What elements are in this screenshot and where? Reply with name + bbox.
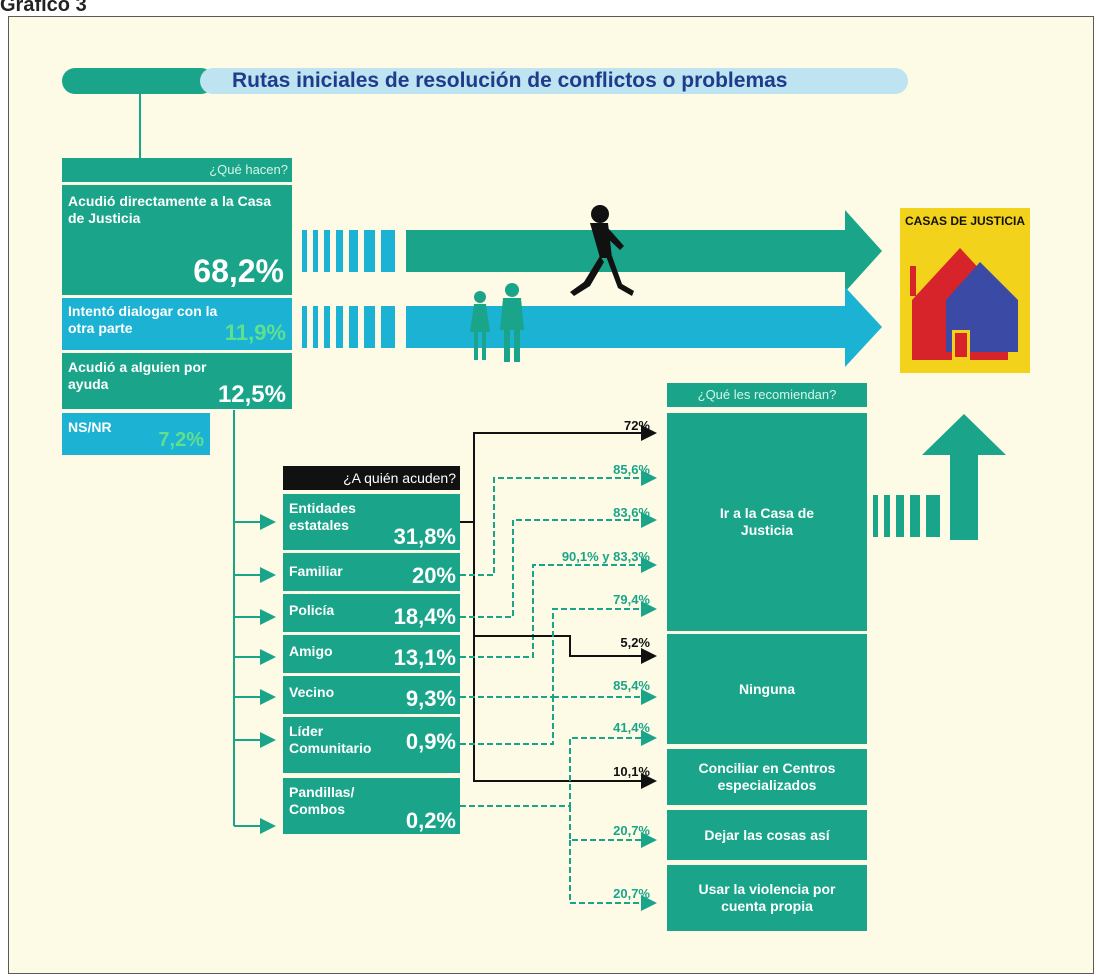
a-quien-item: Vecino 9,3% xyxy=(283,676,460,714)
recomendacion-box: Usar la violencia por cuenta propia xyxy=(667,865,867,931)
a-quien-pct: 31,8% xyxy=(393,524,456,549)
a-quien-pct: 0,2% xyxy=(405,808,456,833)
route-pct: 72% xyxy=(623,418,650,433)
route-pct: 41,4% xyxy=(613,720,650,735)
recomendacion-box: Conciliar en Centros especializados xyxy=(667,749,867,805)
a-quien-item: Pandillas/ Combos 0,2% xyxy=(283,778,460,834)
route-entidades-ninguna xyxy=(460,521,657,789)
route-policia xyxy=(460,512,657,618)
que-hacen-label: Acudió directamente a la Casa de Justici… xyxy=(68,193,272,226)
recomendacion-box: Ninguna xyxy=(667,634,867,744)
que-hacen-header: ¿Qué hacen? xyxy=(62,158,292,182)
route-pandillas-dejar xyxy=(569,806,657,848)
a-quien-item: Amigo 13,1% xyxy=(283,635,460,673)
stripes-right xyxy=(873,495,940,537)
que-hacen-pct: 12,5% xyxy=(217,381,286,408)
que-hacen-label: Acudió a alguien por ayuda xyxy=(68,359,207,392)
route-vecino xyxy=(460,601,657,698)
arrow-up-casa xyxy=(922,414,1006,540)
recomendacion-label: Usar la violencia por cuenta propia xyxy=(698,881,836,914)
two-people-icon xyxy=(470,283,524,362)
route-amigo xyxy=(460,557,657,658)
route-pandillas xyxy=(460,730,657,807)
a-quien-item: Policía 18,4% xyxy=(283,594,460,632)
a-quien-pct: 9,3% xyxy=(405,686,456,711)
route-pct: 79,4% xyxy=(613,592,650,607)
route-pct: 83,6% xyxy=(613,505,650,520)
route-pandillas-violencia xyxy=(569,840,657,911)
a-quien-header: ¿A quién acuden? xyxy=(283,466,460,490)
que-hacen-pct: 68,2% xyxy=(193,253,284,289)
arrow-casa-directo xyxy=(406,210,882,292)
que-hacen-item-dialogo: Intentó dialogar con la otra parte 11,9% xyxy=(62,298,292,350)
diagram-title: Rutas iniciales de resolución de conflic… xyxy=(232,69,788,92)
figure-label: Gráfico 3 xyxy=(0,0,87,16)
route-pct: 10,1% xyxy=(613,764,650,779)
a-quien-item: Líder Comunitario 0,9% xyxy=(283,717,460,773)
que-hacen-pct: 11,9% xyxy=(224,320,286,345)
recomendacion-label: Conciliar en Centros especializados xyxy=(698,760,836,793)
a-quien-label: Líder Comunitario xyxy=(289,723,372,756)
que-hacen-item-casa: Acudió directamente a la Casa de Justici… xyxy=(62,185,292,295)
recomendacion-label: Ir a la Casa de Justicia xyxy=(719,505,815,538)
logo-text: CASAS DE JUSTICIA xyxy=(904,214,1026,228)
a-quien-pct: 0,9% xyxy=(405,729,456,754)
a-quien-pct: 18,4% xyxy=(393,604,456,629)
stripes-top xyxy=(302,230,395,272)
connector-arrows-left xyxy=(234,514,276,834)
a-quien-pct: 13,1% xyxy=(393,645,456,670)
route-amigo-ninguna xyxy=(474,635,657,664)
title-pill-left xyxy=(62,68,214,94)
casas-justicia-logo xyxy=(900,208,1030,373)
que-hacen-label: Intentó dialogar con la otra parte xyxy=(68,303,218,336)
walking-person-icon xyxy=(570,205,634,296)
que-hacen-item-ayuda: Acudió a alguien por ayuda 12,5% xyxy=(62,353,292,409)
arrow-dialogo xyxy=(406,287,882,367)
title-pill-right xyxy=(200,68,908,94)
que-hacen-item-nsnr: NS/NR 7,2% xyxy=(62,413,210,455)
route-pct: 85,4% xyxy=(613,678,650,693)
route-pct: 90,1% y 83,3% xyxy=(561,549,650,564)
a-quien-item: Entidades estatales 31,8% xyxy=(283,494,460,550)
a-quien-label: Amigo xyxy=(289,643,333,659)
a-quien-pct: 20% xyxy=(411,563,456,588)
route-familiar xyxy=(460,470,657,576)
recomendacion-box: Ir a la Casa de Justicia xyxy=(667,413,867,631)
route-pct: 20,7% xyxy=(613,823,650,838)
a-quien-label: Vecino xyxy=(289,684,335,700)
a-quien-label: Policía xyxy=(289,602,335,618)
a-quien-label: Entidades estatales xyxy=(289,500,356,533)
recomendacion-box: Dejar las cosas así xyxy=(667,810,867,860)
que-hacen-label: NS/NR xyxy=(68,419,112,435)
recomiendan-header: ¿Qué les recomiendan? xyxy=(667,383,867,407)
a-quien-item: Familiar 20% xyxy=(283,553,460,591)
stripes-bottom xyxy=(302,306,395,348)
route-pct: 20,7% xyxy=(613,886,650,901)
que-hacen-pct: 7,2% xyxy=(158,429,204,451)
route-pct: 85,6% xyxy=(613,462,650,477)
route-pct: 5,2% xyxy=(620,635,650,650)
recomendacion-label: Dejar las cosas así xyxy=(704,826,830,843)
a-quien-label: Pandillas/ Combos xyxy=(289,784,355,817)
recomendacion-label: Ninguna xyxy=(739,680,795,697)
route-lider xyxy=(460,697,554,745)
a-quien-label: Familiar xyxy=(289,563,343,579)
